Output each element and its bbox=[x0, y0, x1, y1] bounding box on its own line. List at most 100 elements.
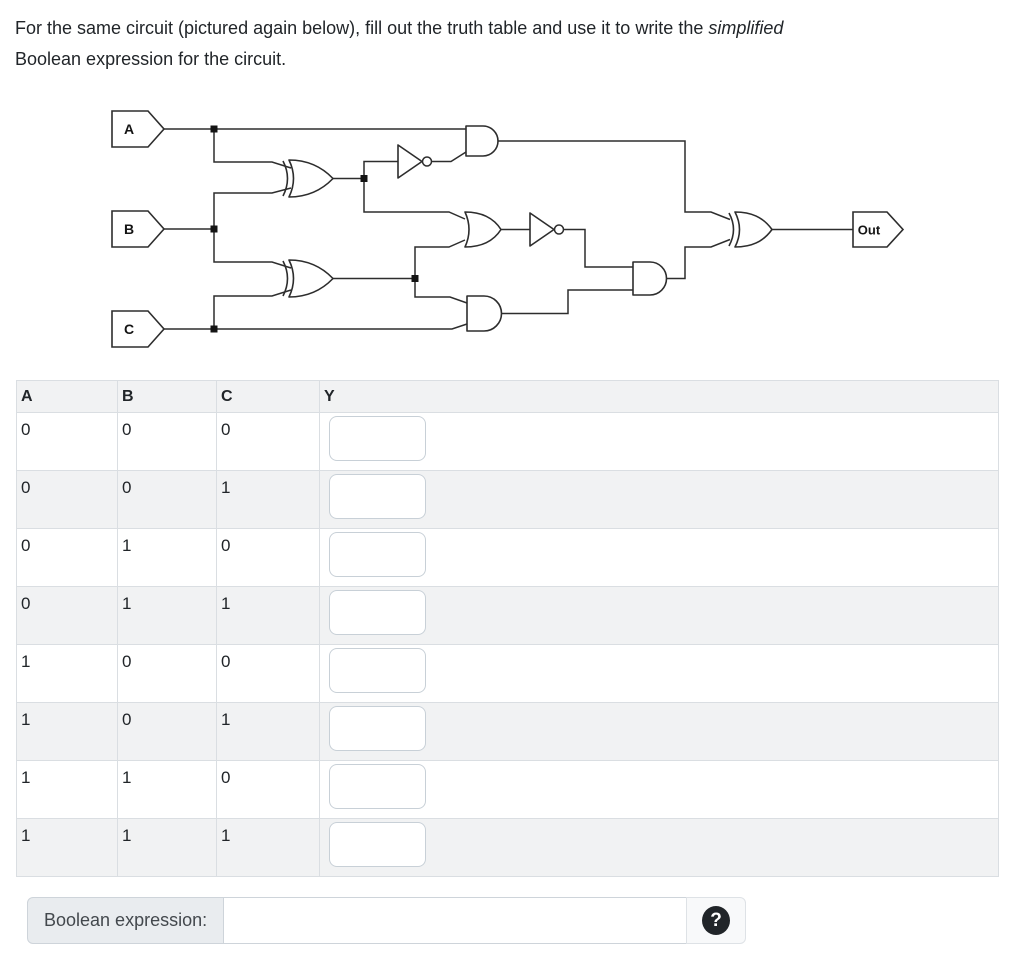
wire-a-branch bbox=[213, 129, 292, 169]
input-label-c: C bbox=[124, 321, 134, 337]
wire-not2-out bbox=[564, 228, 633, 268]
cell-a: 0 bbox=[16, 586, 118, 645]
table-row: 0 1 1 bbox=[16, 586, 999, 645]
y-input-row-1[interactable] bbox=[329, 474, 426, 519]
not-gate-2-icon bbox=[529, 212, 555, 247]
cell-a: 1 bbox=[16, 702, 118, 761]
cell-b: 0 bbox=[117, 702, 217, 761]
y-input-row-3[interactable] bbox=[329, 590, 426, 635]
truth-table-header-row: A B C Y bbox=[16, 380, 999, 413]
column-header-b: B bbox=[117, 380, 217, 413]
input-label-a: A bbox=[124, 121, 134, 137]
junction-dot bbox=[210, 325, 218, 333]
cell-c: 0 bbox=[216, 760, 320, 819]
cell-b: 0 bbox=[117, 412, 217, 471]
table-row: 1 0 0 bbox=[16, 644, 999, 703]
cell-b: 1 bbox=[117, 586, 217, 645]
not-gate-1-bubble bbox=[421, 156, 433, 167]
boolean-expression-label: Boolean expression: bbox=[27, 897, 225, 944]
logic-circuit-diagram: A B C Out bbox=[111, 110, 905, 348]
cell-a: 1 bbox=[16, 760, 118, 819]
xor-gate-2-icon bbox=[288, 259, 334, 298]
wire-c-main bbox=[164, 323, 468, 330]
y-input-row-0[interactable] bbox=[329, 416, 426, 461]
cell-c: 0 bbox=[216, 412, 320, 471]
truth-table: A B C Y 0 0 0 0 0 1 0 1 0 0 1 1 bbox=[16, 380, 999, 877]
xor-gate-final-arc bbox=[728, 212, 735, 247]
wire-b-up bbox=[213, 187, 292, 229]
table-row: 0 1 0 bbox=[16, 528, 999, 587]
output-label-out: Out bbox=[858, 223, 881, 238]
not-gate-1-icon bbox=[397, 144, 423, 179]
input-flag-c bbox=[111, 310, 166, 348]
circuit-wires bbox=[164, 128, 853, 330]
and-gate-top-icon bbox=[465, 125, 499, 157]
cell-c: 1 bbox=[216, 470, 320, 529]
circuit-gates bbox=[282, 125, 773, 332]
junction-dot bbox=[360, 175, 368, 182]
cell-c: 0 bbox=[216, 644, 320, 703]
wire-to-or bbox=[363, 178, 466, 220]
table-row: 0 0 0 bbox=[16, 412, 999, 471]
question-emphasis: simplified bbox=[708, 18, 784, 38]
table-row: 1 1 1 bbox=[16, 818, 999, 877]
cell-c: 0 bbox=[216, 528, 320, 587]
wire-not1-out bbox=[432, 151, 467, 163]
column-header-y: Y bbox=[319, 380, 999, 413]
input-label-b: B bbox=[124, 221, 134, 237]
cell-a: 1 bbox=[16, 818, 118, 877]
junction-dot bbox=[210, 225, 218, 233]
wire-j4-down bbox=[414, 278, 468, 304]
not-gate-2-bubble bbox=[553, 224, 565, 235]
xor-gate-final-icon bbox=[734, 211, 773, 248]
cell-a: 0 bbox=[16, 470, 118, 529]
junction-dot bbox=[411, 275, 419, 282]
wire-j4-up bbox=[414, 239, 466, 279]
question-line-2: Boolean expression for the circuit. bbox=[15, 49, 287, 69]
y-input-row-4[interactable] bbox=[329, 648, 426, 693]
help-button[interactable]: ? bbox=[686, 897, 747, 944]
cell-b: 1 bbox=[117, 760, 217, 819]
or-gate-icon bbox=[464, 211, 502, 248]
question-line-1: For the same circuit (pictured again bel… bbox=[15, 18, 784, 38]
column-header-a: A bbox=[16, 380, 118, 413]
circuit-junctions bbox=[210, 125, 419, 333]
boolean-expression-input[interactable] bbox=[223, 897, 688, 944]
cell-b: 0 bbox=[117, 470, 217, 529]
cell-c: 1 bbox=[216, 702, 320, 761]
cell-b: 0 bbox=[117, 644, 217, 703]
wire-topand-out bbox=[498, 140, 731, 221]
cell-b: 1 bbox=[117, 818, 217, 877]
junction-dot bbox=[210, 125, 218, 133]
wire-midand-out bbox=[666, 238, 731, 280]
input-flag-b bbox=[111, 210, 166, 248]
wire-to-not1 bbox=[363, 160, 398, 179]
input-flag-a bbox=[111, 110, 166, 148]
table-row: 0 0 1 bbox=[16, 470, 999, 529]
cell-a: 1 bbox=[16, 644, 118, 703]
xor-gate-1-arc bbox=[282, 160, 289, 197]
and-gate-middle-icon bbox=[632, 261, 668, 296]
cell-c: 1 bbox=[216, 818, 320, 877]
wire-botand-out bbox=[501, 289, 633, 315]
xor-gate-2-arc bbox=[282, 260, 289, 297]
output-flag-out bbox=[852, 211, 905, 248]
cell-a: 0 bbox=[16, 528, 118, 587]
y-input-row-5[interactable] bbox=[329, 706, 426, 751]
question-circle-icon: ? bbox=[702, 906, 731, 935]
column-header-c: C bbox=[216, 380, 320, 413]
xor-gate-1-icon bbox=[288, 159, 334, 198]
y-input-row-6[interactable] bbox=[329, 764, 426, 809]
circuit-io-flags: A B C Out bbox=[111, 110, 905, 348]
table-row: 1 1 0 bbox=[16, 760, 999, 819]
cell-a: 0 bbox=[16, 412, 118, 471]
wire-b-down bbox=[213, 229, 292, 269]
wire-c-up bbox=[213, 289, 292, 329]
y-input-row-7[interactable] bbox=[329, 822, 426, 867]
question-text: For the same circuit (pictured again bel… bbox=[15, 13, 1005, 75]
table-row: 1 0 1 bbox=[16, 702, 999, 761]
boolean-expression-group: Boolean expression: ? bbox=[27, 897, 747, 944]
y-input-row-2[interactable] bbox=[329, 532, 426, 577]
cell-b: 1 bbox=[117, 528, 217, 587]
and-gate-bottom-icon bbox=[466, 295, 503, 332]
